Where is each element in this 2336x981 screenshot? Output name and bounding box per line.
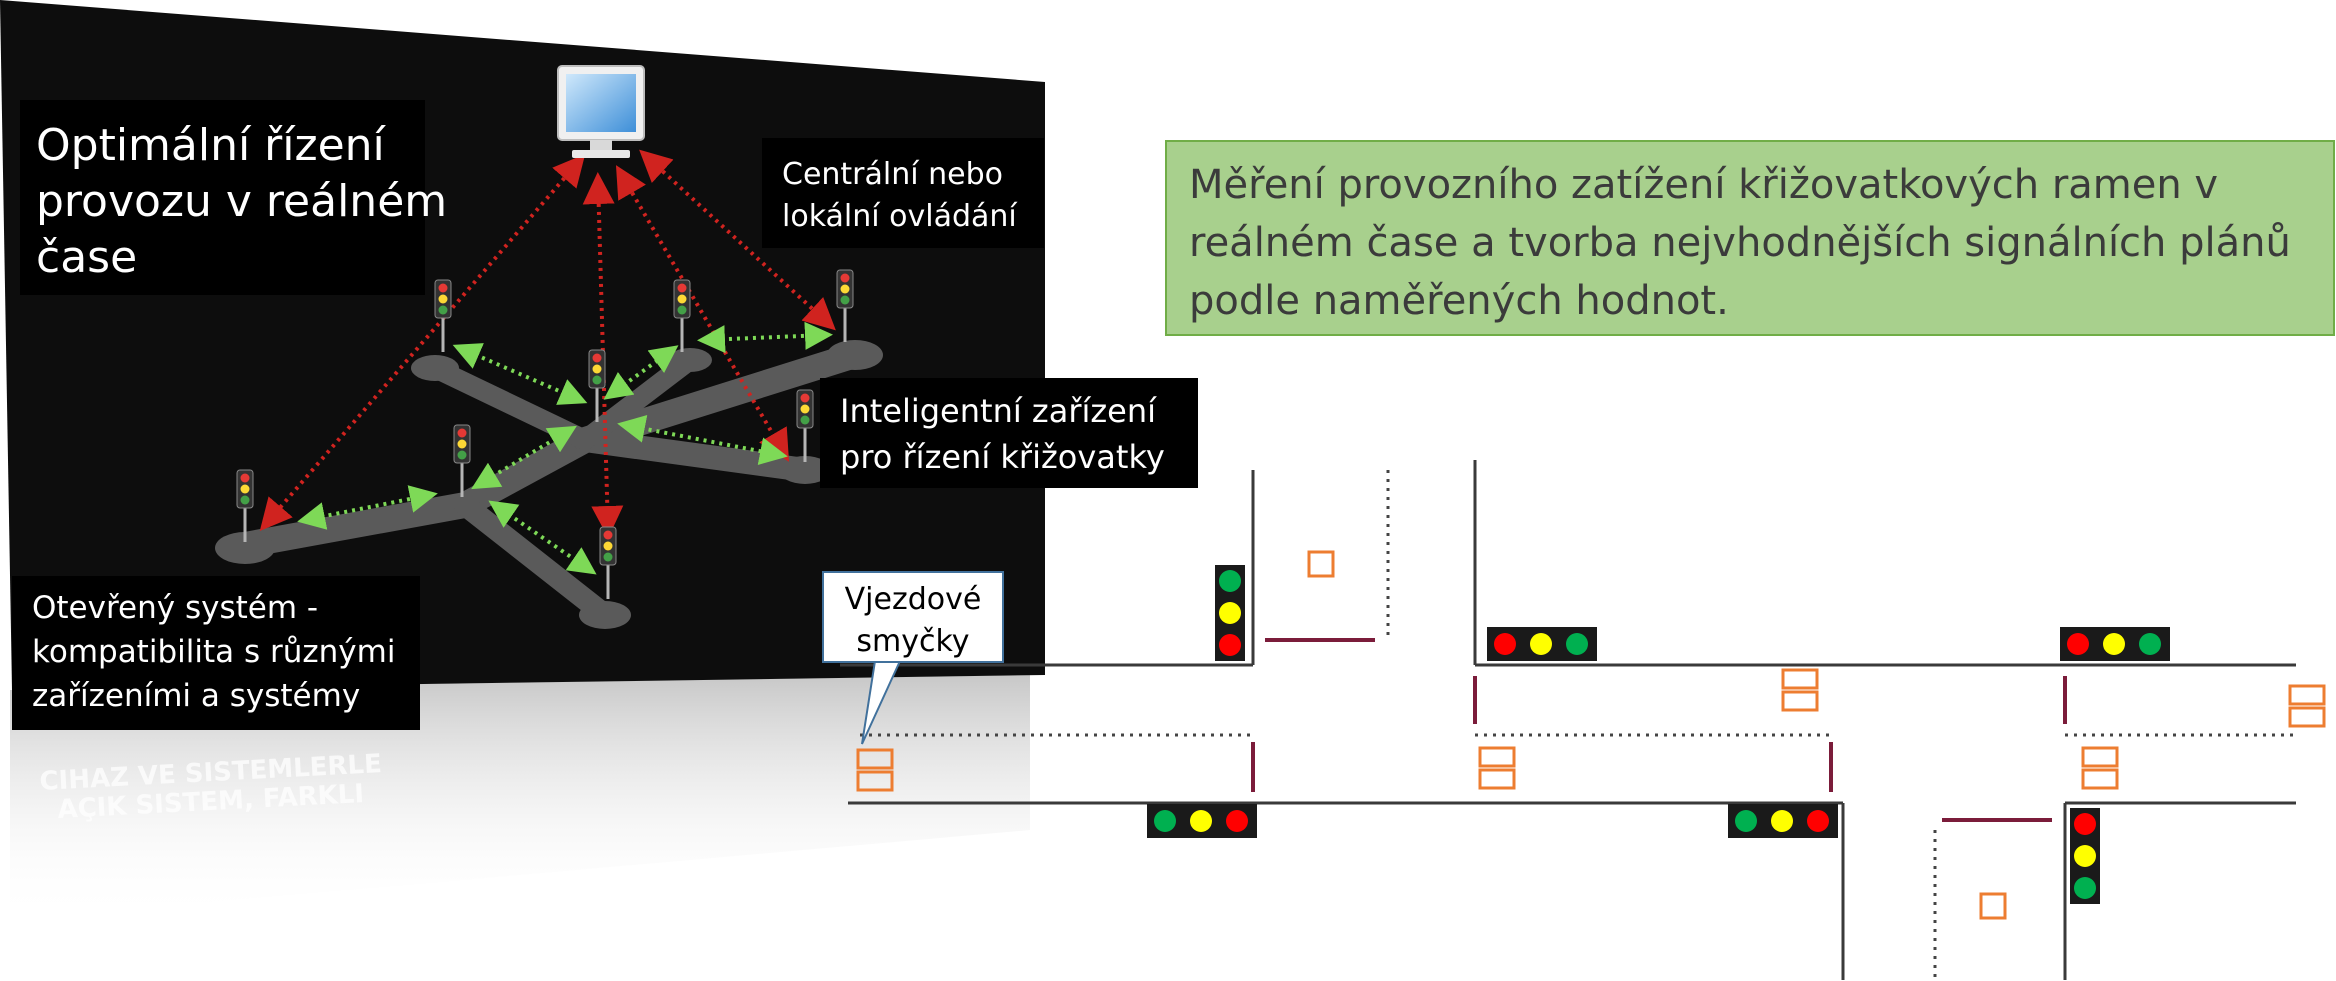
detector-loop-icon: [856, 748, 894, 770]
label-line: čase: [36, 232, 138, 283]
label-open-system: Otevřený systém - kompatibilita s různým…: [12, 576, 420, 730]
detector-loop-icon: [1781, 690, 1819, 712]
detector-loop-icon: [1478, 768, 1516, 790]
detector-loop-icon: [2081, 746, 2119, 768]
detector-loop-icon: [856, 770, 894, 792]
detector-loop-icon: [2081, 768, 2119, 790]
pole-traffic-light-icon: [236, 469, 254, 542]
label-line: provozu v reálném: [36, 176, 448, 227]
pole-traffic-light-icon: [434, 279, 452, 352]
label-traffic-measurement: Měření provozního zatížení křižovatkovýc…: [1165, 140, 2335, 336]
detector-loop-icon: [2288, 684, 2326, 706]
label-line: Otevřený systém -: [32, 590, 319, 626]
label-line: lokální ovládání: [782, 199, 1017, 234]
intersection-diagram: [840, 460, 2296, 980]
traffic-light-icon: [1487, 627, 1597, 661]
label-optimal-control: Optimální řízení provozu v reálném čase: [20, 100, 448, 295]
traffic-light-icon: [2060, 627, 2170, 661]
pole-traffic-light-icon: [453, 424, 471, 497]
control-links: [259, 149, 836, 538]
detector-loop-icon: [1478, 746, 1516, 768]
traffic-light-icon: [1215, 565, 1245, 661]
label-line: Inteligentní zařízení: [840, 392, 1157, 430]
label-line: smyčky: [856, 624, 970, 659]
pole-traffic-light-icon: [673, 279, 691, 352]
label-line: Vjezdové: [844, 582, 982, 617]
panel-reflection: [10, 675, 1030, 920]
traffic-light-icon: [1147, 804, 1257, 838]
detector-loop-icon: [2288, 706, 2326, 728]
label-central-control: Centrální nebo lokální ovládání: [762, 138, 1044, 248]
callout-entry-loops: Vjezdové smyčky: [822, 571, 1004, 663]
label-line: zařízeními a systémy: [32, 678, 361, 714]
label-line: Měření provozního zatížení křižovatkovýc…: [1189, 162, 2219, 208]
label-line: reálném čase a tvorba nejvhodnějších sig…: [1189, 220, 2291, 266]
label-line: Centrální nebo: [782, 157, 1003, 192]
central-computer-icon: [557, 65, 645, 158]
pole-traffic-light-icon: [599, 526, 617, 599]
intersection-traffic-lights: [1147, 565, 2170, 904]
detector-loop-icon: [1781, 668, 1819, 690]
detector-loops: [856, 550, 2326, 920]
label-intelligent-device: Inteligentní zařízení pro řízení křižova…: [820, 378, 1198, 488]
pole-traffic-light-icon: [836, 269, 854, 342]
detector-loop-icon: [1307, 550, 1335, 578]
pole-traffic-light-icon: [588, 349, 606, 422]
label-line: kompatibilita s různými: [32, 634, 396, 670]
stop-lines: [1251, 638, 2067, 822]
label-line: Optimální řízení: [36, 120, 385, 171]
pole-traffic-light-icon: [796, 389, 814, 462]
device-links: [297, 321, 833, 575]
detector-loop-icon: [1979, 892, 2007, 920]
network-traffic-lights: [236, 269, 854, 599]
traffic-light-icon: [2070, 808, 2100, 904]
label-line: pro řízení křižovatky: [840, 438, 1165, 476]
label-line: podle naměřených hodnot.: [1189, 278, 1729, 324]
lane-dividers: [860, 470, 2296, 980]
traffic-light-icon: [1728, 804, 1838, 838]
